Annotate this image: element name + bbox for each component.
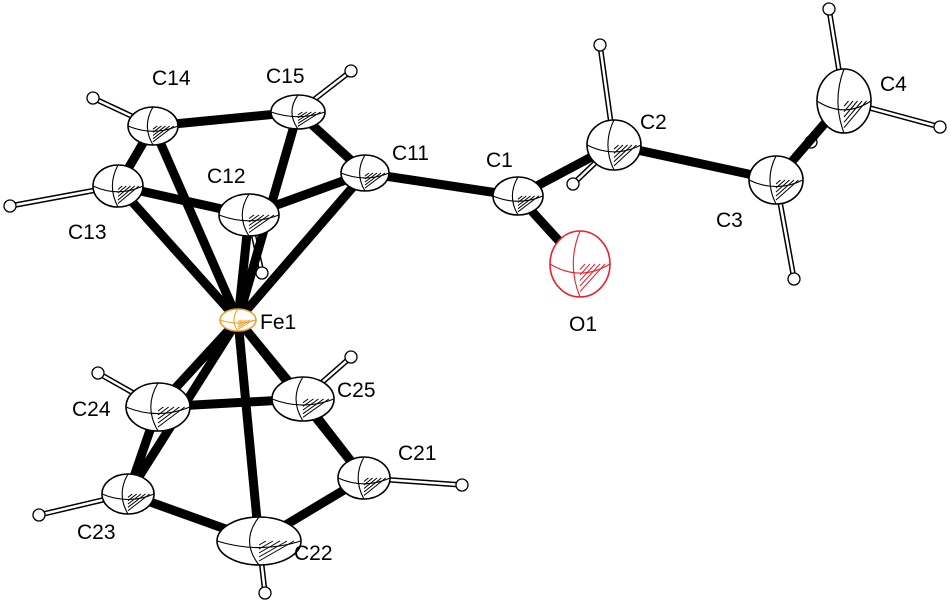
label-c15: C15 — [266, 65, 305, 88]
atom-c3 — [748, 155, 804, 205]
atom-fe1 — [219, 308, 257, 332]
hydrogen-atom — [933, 120, 947, 134]
bond-fe1-c11 — [233, 168, 370, 325]
atom-c4 — [816, 68, 872, 134]
label-c24: C24 — [72, 398, 111, 421]
label-c13: C13 — [68, 221, 107, 244]
hydrogen-atom — [566, 177, 580, 191]
label-c3: C3 — [716, 209, 743, 232]
atom-c15 — [270, 94, 326, 130]
atom-c24 — [125, 382, 191, 432]
hydrogen-atom — [3, 199, 17, 213]
label-c12: C12 — [207, 165, 246, 188]
label-o1: O1 — [569, 313, 598, 336]
hydrogen-atom — [822, 2, 836, 16]
hydrogen-atom — [86, 91, 100, 105]
bond-fe1-c13 — [113, 181, 243, 325]
atom-o1 — [549, 230, 611, 298]
label-c25: C25 — [337, 379, 376, 402]
hydrogen-atom — [787, 272, 801, 286]
hydrogen-atom — [32, 508, 46, 522]
hydrogen-atom — [455, 478, 469, 492]
bond-fe1-c22 — [233, 315, 264, 546]
atom-c25 — [271, 376, 335, 422]
atoms — [92, 68, 872, 566]
atom-c2 — [586, 119, 642, 171]
label-c23: C23 — [77, 521, 116, 544]
hydrogen-atom — [255, 266, 269, 280]
atom-c14 — [127, 106, 179, 146]
label-c11: C11 — [392, 142, 429, 165]
hydrogen-atom — [258, 586, 272, 600]
hydrogen-atom — [344, 64, 358, 78]
label-c14: C14 — [152, 67, 191, 90]
atom-c1 — [492, 176, 544, 216]
atom-c23 — [101, 473, 155, 515]
atom-c22 — [216, 516, 302, 566]
hydrogen-atom — [344, 350, 358, 364]
atom-c21 — [337, 456, 391, 500]
hydrogen-atom — [593, 38, 607, 52]
bond-c11-c1 — [360, 168, 523, 201]
label-c4: C4 — [880, 73, 907, 96]
label-c1: C1 — [486, 149, 513, 172]
label-c2: C2 — [640, 111, 667, 134]
bond-fe1-c14 — [148, 121, 243, 325]
label-c21: C21 — [398, 442, 437, 465]
label-c22: C22 — [294, 542, 333, 565]
atom-c12 — [218, 193, 280, 237]
atom-c13 — [92, 164, 144, 208]
atom-c11 — [340, 154, 390, 192]
label-fe1: Fe1 — [260, 311, 297, 334]
hydrogen-atom — [91, 366, 105, 380]
